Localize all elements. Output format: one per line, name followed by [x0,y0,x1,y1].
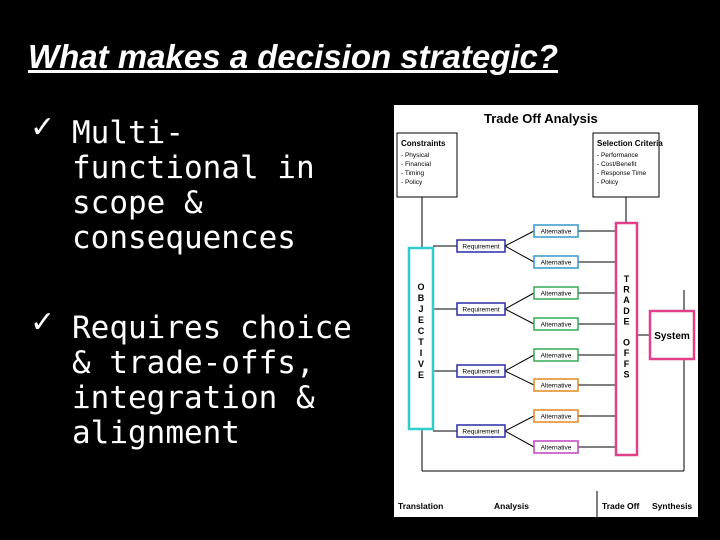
constraints-list: - Physical - Financial - Timing - Policy [401,152,432,186]
system-box [648,309,696,361]
alternative-box [533,286,579,300]
requirement-box [456,364,506,378]
requirement-box [456,302,506,316]
bullet-line: Multi- [72,115,184,151]
requirement-label: Requirement [462,429,499,436]
phase-label: Synthesis [652,501,692,511]
diagram-canvas: Trade Off Analysis Constraints - Physica… [396,111,696,517]
trade-offs-letter: E [623,316,629,326]
phase-label: Trade Off [602,501,639,511]
slide-title: What makes a decision strategic? [28,38,559,75]
objective-letter: C [418,326,425,336]
trade-offs-letter: T [624,274,630,284]
criteria-item: - Performance [597,152,639,159]
constraint-item: - Financial [401,161,432,168]
alternative-boxes: AlternativeAlternativeAlternativeAlterna… [533,224,579,454]
requirement-label: Requirement [462,307,499,314]
alternative-box [533,409,579,423]
alternative-label: Alternative [541,260,572,267]
trade-offs-letter: R [623,285,630,295]
objective-letter: T [418,337,424,347]
bullet-line: integration & [72,380,315,416]
requirement-boxes: RequirementRequirementRequirementRequire… [456,239,506,438]
checkmark-icon: ✓ [30,305,56,340]
trade-offs-box [614,221,639,457]
bullet-line: consequences [72,220,296,256]
trade-offs-letter: O [623,338,630,348]
alternative-box [533,440,579,454]
alternative-label: Alternative [541,383,572,390]
trade-offs-letter: D [623,306,630,316]
trade-offs-letter: F [624,348,630,358]
objective-letter: V [418,359,424,369]
checkmark-icon: ✓ [30,110,56,145]
system-label: System [654,331,690,342]
alternative-box [533,317,579,331]
bullet-line: Requires choice [72,310,352,346]
alternative-label: Alternative [541,291,572,298]
objective-letter: E [418,370,424,380]
constraints-box [396,132,458,198]
branch-lines [433,230,616,448]
constraint-item: - Policy [401,179,423,186]
constraint-item: - Timing [401,170,425,177]
bullet-line: alignment [72,415,240,451]
alternative-box [533,224,579,238]
objective-letter: O [417,282,424,292]
alternative-label: Alternative [541,445,572,452]
alternative-box [533,255,579,269]
phase-labels: Translation Analysis Trade Off Synthesis [398,501,692,511]
criteria-heading: Selection Criteria [597,139,663,148]
alternative-label: Alternative [541,322,572,329]
alternative-label: Alternative [541,353,572,360]
diagram-title: Trade Off Analysis [484,111,598,126]
bullet-line: functional in [72,150,315,186]
requirement-label: Requirement [462,244,499,251]
objective-letter: J [418,304,423,314]
phase-label: Translation [398,501,443,511]
bullet-line: & trade-offs, [72,345,315,381]
alternative-box [533,348,579,362]
alternative-label: Alternative [541,229,572,236]
phase-label: Analysis [494,501,529,511]
criteria-list: - Performance - Cost/Benefit - Response Ti… [597,152,647,186]
requirement-box [456,239,506,253]
criteria-item: - Policy [597,179,619,186]
trade-offs-letter: F [624,359,630,369]
constraint-item: - Physical [401,152,430,159]
criteria-item: - Cost/Benefit [597,161,637,168]
bullet-text: Requires choice& trade-offs,integration … [72,311,352,451]
requirement-box [456,424,506,438]
bullet-line: scope & [72,185,203,221]
alternative-box [533,378,579,392]
criteria-box [592,132,660,198]
requirement-label: Requirement [462,369,499,376]
constraints-heading: Constraints [401,139,446,148]
alternative-label: Alternative [541,414,572,421]
trade-off-analysis-diagram: Trade Off Analysis Constraints - Physica… [394,105,698,517]
trade-offs-letter: S [623,369,629,379]
objective-box [407,246,435,431]
objective-letter: E [418,315,424,325]
trade-offs-letter: A [623,295,630,305]
objective-letter: B [418,293,425,303]
criteria-item: - Response Time [597,170,647,177]
objective-letter: I [420,348,423,358]
